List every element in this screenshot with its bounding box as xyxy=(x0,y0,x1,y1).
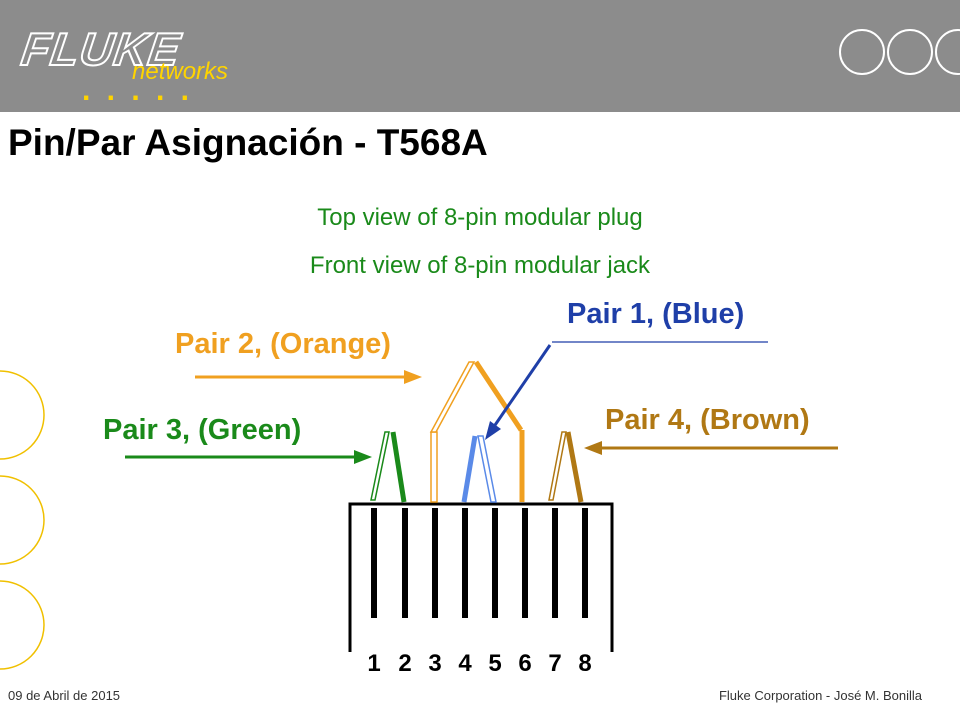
pin-number: 4 xyxy=(458,650,472,677)
pin-number: 3 xyxy=(428,650,441,677)
pair3-wires xyxy=(370,431,407,503)
decorative-arcs-left xyxy=(0,370,45,670)
logo-dots: . . . . . xyxy=(82,74,194,107)
jack-outline xyxy=(348,502,614,652)
pair1-arrow xyxy=(485,341,768,440)
pin-number: 8 xyxy=(578,650,591,677)
pin-number: 6 xyxy=(518,650,531,677)
subtitle-jack: Front view of 8-pin modular jack xyxy=(309,252,651,279)
header-bar: FLUKE networks . . . . . xyxy=(0,0,960,112)
pair3-arrow xyxy=(125,450,372,464)
pair4-arrow xyxy=(584,441,838,455)
pair2-arrow xyxy=(195,370,422,384)
pair2-label: Pair 2, (Orange) xyxy=(175,328,391,360)
pin-number: 7 xyxy=(548,650,561,677)
pair1-label: Pair 1, (Blue) xyxy=(567,298,745,330)
pair4-wires xyxy=(548,431,584,503)
pair1-wires xyxy=(461,435,497,503)
pin-number: 5 xyxy=(488,650,501,677)
pin-numbers: 1 2 3 4 5 6 7 8 xyxy=(367,650,591,677)
jack-contacts xyxy=(371,508,588,618)
footer-author: Fluke Corporation - José M. Bonilla xyxy=(718,688,922,703)
pin-number: 2 xyxy=(398,650,411,677)
pair4-label: Pair 4, (Brown) xyxy=(605,404,810,436)
subtitle-plug: Top view of 8-pin modular plug xyxy=(317,204,643,231)
footer-date: 09 de Abril de 2015 xyxy=(8,688,121,703)
pair3-label: Pair 3, (Green) xyxy=(103,414,302,446)
pin-number: 1 xyxy=(367,650,380,677)
page-title: Pin/Par Asignación - T568A xyxy=(8,122,488,163)
networks-logo-text: networks xyxy=(132,58,229,85)
pair2-wires xyxy=(429,360,525,503)
decorative-circles-top xyxy=(839,29,960,75)
